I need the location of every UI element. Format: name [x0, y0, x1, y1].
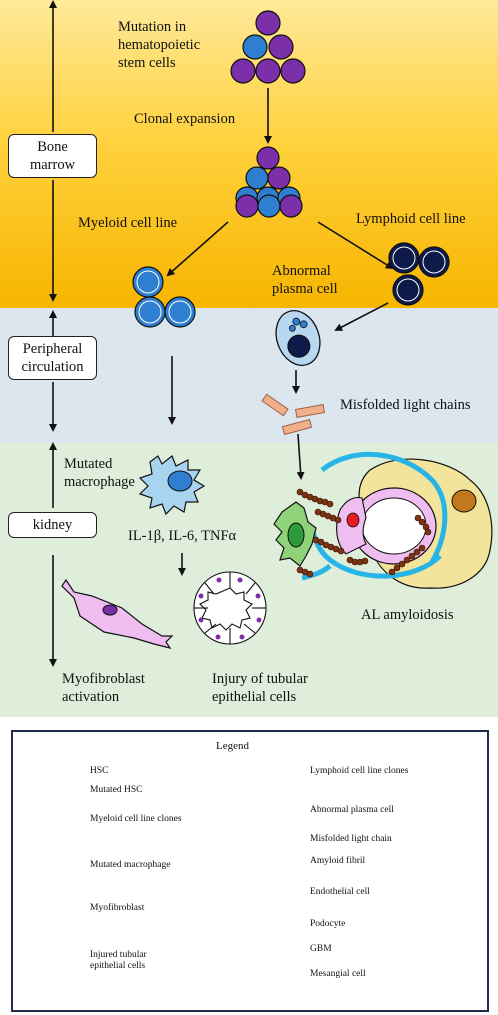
legend-hsc: HSC: [90, 766, 109, 776]
amyloid-fibrils: [296, 488, 432, 578]
myeloid-line-label: Myeloid cell line: [78, 215, 178, 231]
lymphoid-clones: [388, 242, 450, 306]
legend-podocyte: Podocyte: [310, 919, 346, 929]
al-amyloidosis-label: AL amyloidosis: [361, 607, 454, 623]
legend-mesangial: Mesangial cell: [310, 969, 366, 979]
legend-amyloid-fibril: Amyloid fibril: [310, 856, 366, 866]
mesangial-cell: [273, 501, 317, 567]
legend-gbm: GBM: [310, 944, 332, 954]
arrow-myeloid: [166, 221, 229, 277]
kidney-label: kidney: [8, 512, 97, 538]
legend-mutated-hsc: Mutated HSC: [90, 785, 143, 795]
injured-tubule: [193, 571, 267, 645]
hsc-cluster: [230, 10, 306, 84]
clonal-expansion-label: Clonal expansion: [134, 111, 236, 127]
arrow-to-plasma: [334, 302, 389, 331]
mutated-macrophage: [138, 455, 206, 516]
myofibroblast: [61, 578, 174, 649]
cytokines-label: IL-1β, IL-6, TNFα: [128, 528, 237, 544]
arrow-to-kidney: [296, 433, 305, 480]
light-chains: [261, 393, 326, 436]
legend-myofibroblast: Myofibroblast: [90, 903, 145, 913]
arrow-lymphoid: [317, 221, 394, 270]
misfolded-label: Misfolded light chains: [340, 397, 471, 413]
legend-myeloid-clones: Myeloid cell line clones: [90, 814, 182, 824]
legend-abnormal-plasma: Abnormal plasma cell: [310, 805, 394, 815]
glomerulus: [301, 451, 493, 589]
legend-box: [11, 730, 489, 1012]
legend-title: Legend: [216, 740, 249, 752]
legend-lymphoid-clones: Lymphoid cell line clones: [310, 766, 409, 776]
abnormal-plasma-cell: [275, 310, 321, 366]
legend-endothelial: Endothelial cell: [310, 887, 370, 897]
myeloid-clones: [132, 266, 196, 328]
legend-light-chain: Misfolded light chain: [310, 834, 392, 844]
clonal-cluster-bottom: [235, 194, 303, 218]
legend-mutated-macrophage: Mutated macrophage: [90, 860, 171, 870]
lymphoid-line-label: Lymphoid cell line: [356, 211, 466, 227]
